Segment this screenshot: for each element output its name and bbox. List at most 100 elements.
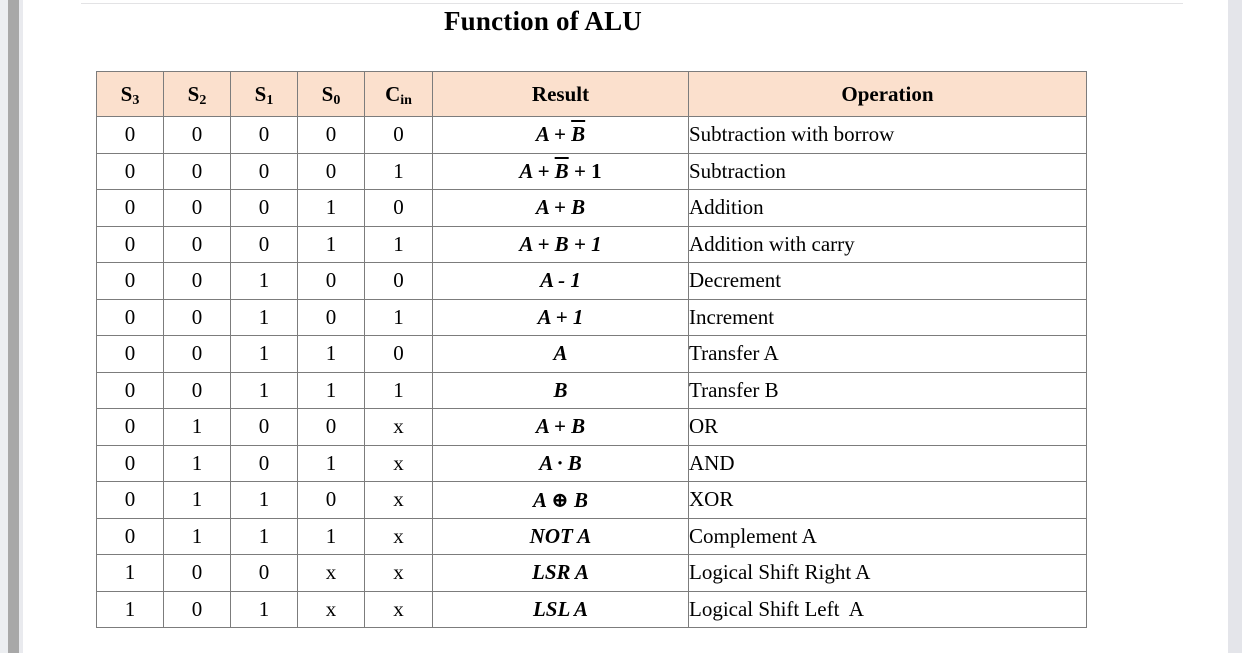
cell-s2: 0: [163, 116, 231, 154]
column-header-subscript: 0: [333, 92, 341, 108]
cell-s0: 1: [297, 517, 365, 555]
left-scrollbar-rail[interactable]: [8, 0, 19, 653]
cell-cin: 0: [364, 262, 433, 300]
cell-operation: Subtraction: [688, 152, 1087, 190]
cell-s3: 0: [96, 444, 164, 482]
cell-s1: 0: [230, 225, 298, 263]
cell-s1: 1: [230, 335, 298, 373]
cell-result: A · B: [432, 444, 689, 482]
cell-s1: 1: [230, 481, 298, 519]
right-side-panel: [1228, 0, 1242, 653]
cell-s2: 0: [163, 189, 231, 227]
overline-complement: B: [554, 158, 569, 183]
column-header-subscript: in: [400, 92, 412, 108]
cell-operation: Addition with carry: [688, 225, 1087, 263]
document-page: Function of ALU S3 S2 S1 S0 Cin Result O…: [23, 0, 1228, 653]
column-header-operation: Operation: [688, 71, 1087, 117]
cell-result: A ⊕ B: [432, 481, 689, 519]
cell-s0: 0: [297, 152, 365, 190]
cell-s0: 1: [297, 371, 365, 409]
column-header-result: Result: [432, 71, 689, 117]
cell-s1: 1: [230, 590, 298, 628]
cell-s2: 0: [163, 590, 231, 628]
cell-cin: 1: [364, 371, 433, 409]
cell-s1: 1: [230, 517, 298, 555]
cell-result: A: [432, 335, 689, 373]
column-header-subscript: 1: [266, 92, 274, 108]
cell-operation: Transfer A: [688, 335, 1087, 373]
cell-operation: Increment: [688, 298, 1087, 336]
cell-s1: 0: [230, 444, 298, 482]
cell-operation: Transfer B: [688, 371, 1087, 409]
cell-s3: 0: [96, 189, 164, 227]
cell-operation: Logical Shift Right A: [688, 554, 1087, 592]
cell-s1: 0: [230, 554, 298, 592]
cell-s3: 0: [96, 335, 164, 373]
cell-cin: x: [364, 590, 433, 628]
cell-s2: 0: [163, 554, 231, 592]
cell-operation: Complement A: [688, 517, 1087, 555]
column-header-subscript: 2: [199, 92, 207, 108]
cell-s0: 1: [297, 335, 365, 373]
cell-s2: 0: [163, 262, 231, 300]
cell-operation: Subtraction with borrow: [688, 116, 1087, 154]
cell-s1: 0: [230, 116, 298, 154]
cell-cin: 0: [364, 335, 433, 373]
cell-s3: 0: [96, 116, 164, 154]
cell-s2: 1: [163, 444, 231, 482]
cell-cin: x: [364, 554, 433, 592]
cell-s0: 1: [297, 444, 365, 482]
cell-s2: 0: [163, 298, 231, 336]
cell-cin: 1: [364, 298, 433, 336]
column-header-subscript: 3: [132, 92, 140, 108]
cell-s3: 0: [96, 298, 164, 336]
cell-cin: x: [364, 481, 433, 519]
cell-result: LSR A: [432, 554, 689, 592]
cell-s2: 1: [163, 517, 231, 555]
cell-s1: 0: [230, 152, 298, 190]
cell-s0: 0: [297, 481, 365, 519]
cell-operation: AND: [688, 444, 1087, 482]
cell-result: LSL A: [432, 590, 689, 628]
cell-cin: x: [364, 444, 433, 482]
cell-result: A + B: [432, 116, 689, 154]
page-top-divider: [81, 3, 1183, 4]
cell-result: A + B + 1: [432, 152, 689, 190]
cell-s3: 1: [96, 554, 164, 592]
cell-result: A - 1: [432, 262, 689, 300]
cell-operation: Logical Shift Left A: [688, 590, 1087, 628]
cell-cin: 1: [364, 152, 433, 190]
column-header-s3: S3: [96, 71, 164, 117]
left-rail-edge: [19, 0, 23, 653]
result-suffix: + 1: [568, 158, 602, 183]
cell-s2: 1: [163, 408, 231, 446]
cell-s3: 0: [96, 371, 164, 409]
cell-s2: 0: [163, 225, 231, 263]
cell-result: A + B + 1: [432, 225, 689, 263]
cell-s0: 0: [297, 116, 365, 154]
cell-s2: 1: [163, 481, 231, 519]
cell-s3: 0: [96, 408, 164, 446]
cell-s0: x: [297, 590, 365, 628]
cell-operation: Decrement: [688, 262, 1087, 300]
cell-s3: 1: [96, 590, 164, 628]
table-header-row: S3 S2 S1 S0 Cin Result Operation: [96, 71, 1087, 117]
cell-s0: 1: [297, 225, 365, 263]
cell-result: NOT A: [432, 517, 689, 555]
cell-result: A + 1: [432, 298, 689, 336]
overline-complement: B: [571, 122, 586, 147]
column-header-s2: S2: [163, 71, 231, 117]
cell-result: A + B: [432, 189, 689, 227]
